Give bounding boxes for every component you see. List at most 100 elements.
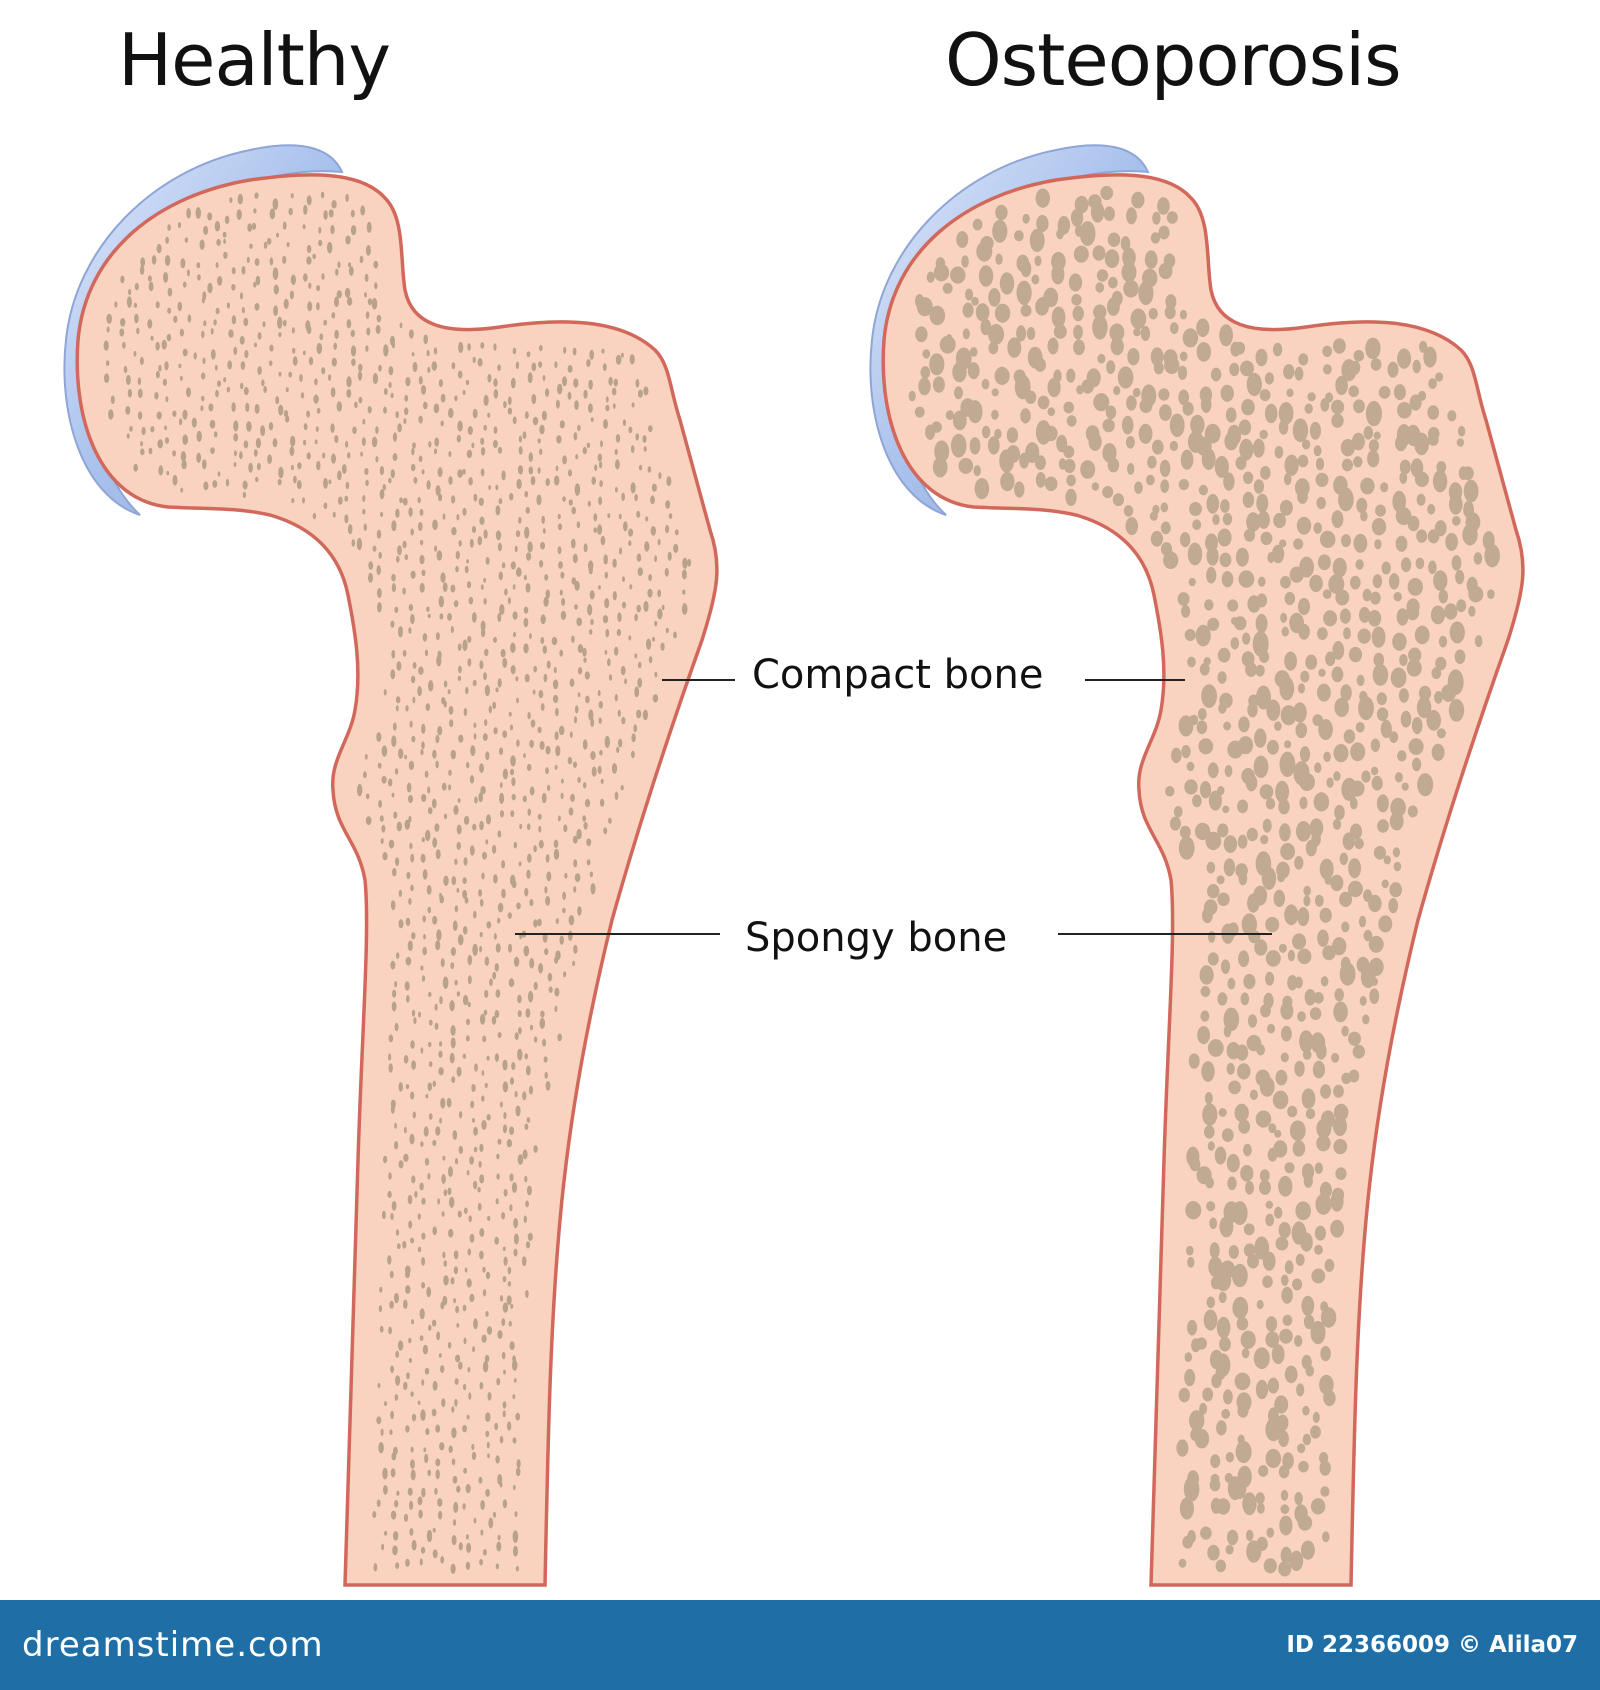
pore (449, 719, 454, 728)
pore (637, 567, 643, 576)
pore (603, 419, 608, 429)
pore (1449, 494, 1463, 515)
pore (605, 628, 610, 638)
pore (451, 1427, 457, 1439)
pore (1153, 361, 1164, 375)
pore (1331, 413, 1344, 428)
pore (1332, 641, 1345, 660)
pore (647, 466, 652, 473)
pore (345, 481, 350, 490)
pore (501, 888, 506, 899)
pore (570, 538, 576, 549)
pore (469, 1233, 475, 1243)
pore (502, 1499, 508, 1509)
pore (668, 513, 673, 519)
pore (1207, 1039, 1224, 1057)
pore (222, 231, 227, 238)
pore (517, 1154, 524, 1165)
pore (1265, 1417, 1282, 1442)
pore (437, 725, 443, 736)
pore (631, 733, 636, 743)
pore (438, 1050, 443, 1058)
pore (397, 545, 402, 556)
pore (623, 521, 628, 532)
pore (1378, 915, 1393, 933)
pore (1367, 450, 1380, 468)
pore (426, 349, 430, 357)
pore (1019, 452, 1029, 469)
pore (477, 536, 483, 546)
pore (253, 449, 258, 457)
pore (433, 448, 438, 455)
femur-diagram (63, 144, 1525, 1587)
pore (523, 753, 526, 758)
pore (1376, 794, 1389, 813)
pore (1225, 407, 1237, 423)
pore (391, 1452, 397, 1461)
pore (419, 1558, 423, 1566)
pore (1354, 838, 1364, 850)
pore (380, 838, 384, 844)
pore (557, 383, 563, 395)
pore (1163, 551, 1179, 570)
pore (1376, 692, 1387, 706)
pore (419, 1335, 424, 1341)
pore (554, 764, 558, 770)
pore (1178, 836, 1195, 860)
pore (1242, 1492, 1257, 1516)
pore (451, 1406, 455, 1413)
pore (648, 425, 653, 433)
pore (473, 493, 478, 502)
pore (574, 580, 580, 591)
footer-brand[interactable]: dreamstime.com (22, 1625, 324, 1665)
pore (987, 436, 1000, 455)
pore (1412, 359, 1421, 374)
pore (1149, 511, 1158, 521)
pore (558, 561, 563, 569)
pore (1208, 790, 1222, 811)
pore (1313, 445, 1322, 457)
pore (587, 604, 593, 616)
pore (553, 848, 560, 860)
pore (376, 529, 382, 539)
pore (635, 433, 639, 441)
pore (1199, 781, 1212, 799)
pore (527, 541, 533, 553)
pore (407, 1194, 413, 1205)
pore (1334, 804, 1345, 821)
pore (528, 1085, 534, 1095)
pore (497, 1330, 503, 1339)
pore (1350, 780, 1365, 797)
pore (288, 371, 293, 378)
pore (1316, 496, 1326, 510)
pore (497, 830, 502, 838)
pore (512, 584, 516, 590)
pore (1348, 385, 1359, 398)
pore (394, 1122, 397, 1129)
pore (1390, 797, 1406, 818)
pore (331, 312, 336, 319)
pore (544, 1071, 548, 1079)
pore (1280, 1504, 1290, 1515)
pore (667, 551, 672, 561)
pore (507, 407, 513, 415)
pore (1171, 747, 1182, 764)
pore (969, 347, 978, 357)
pore (390, 469, 395, 479)
pore (1093, 393, 1110, 412)
pore (330, 224, 335, 235)
pore (382, 1467, 388, 1480)
pore (346, 319, 352, 329)
pore (614, 694, 618, 702)
pore (498, 747, 504, 755)
pore (1260, 466, 1271, 480)
pore (180, 451, 187, 462)
pore (1294, 976, 1303, 989)
pore (268, 422, 274, 431)
pore (658, 472, 662, 480)
pore (555, 707, 559, 717)
pore (474, 1063, 478, 1072)
pore (961, 255, 969, 268)
pore (1215, 1269, 1232, 1292)
pore (583, 389, 588, 399)
